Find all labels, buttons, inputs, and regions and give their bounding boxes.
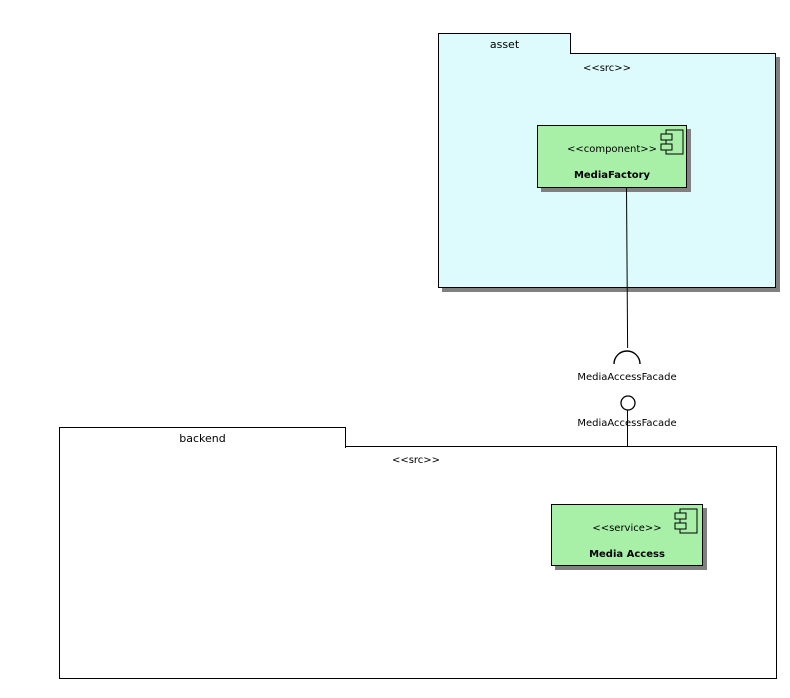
required-interface-socket-icon[interactable] [611,346,643,366]
media-factory-stereotype: <<component>> [566,144,658,155]
media-factory-name: MediaFactory [573,170,651,181]
component-icon [674,508,698,534]
backend-package-tab[interactable]: backend [59,427,346,448]
asset-package-tab[interactable]: asset [438,33,571,54]
required-interface-label: MediaAccessFacade [577,372,677,383]
backend-package-name: backend [179,431,226,445]
backend-package-stereotype: <<src>> [391,455,441,466]
asset-package-name: asset [489,37,520,51]
component-icon [660,129,684,155]
provided-interface-label: MediaAccessFacade [577,418,677,429]
provided-interface-ball-icon[interactable] [618,394,638,414]
media-access-name: Media Access [589,549,665,560]
media-access-stereotype: <<service>> [592,523,662,534]
asset-package-stereotype: <<src>> [582,63,632,74]
